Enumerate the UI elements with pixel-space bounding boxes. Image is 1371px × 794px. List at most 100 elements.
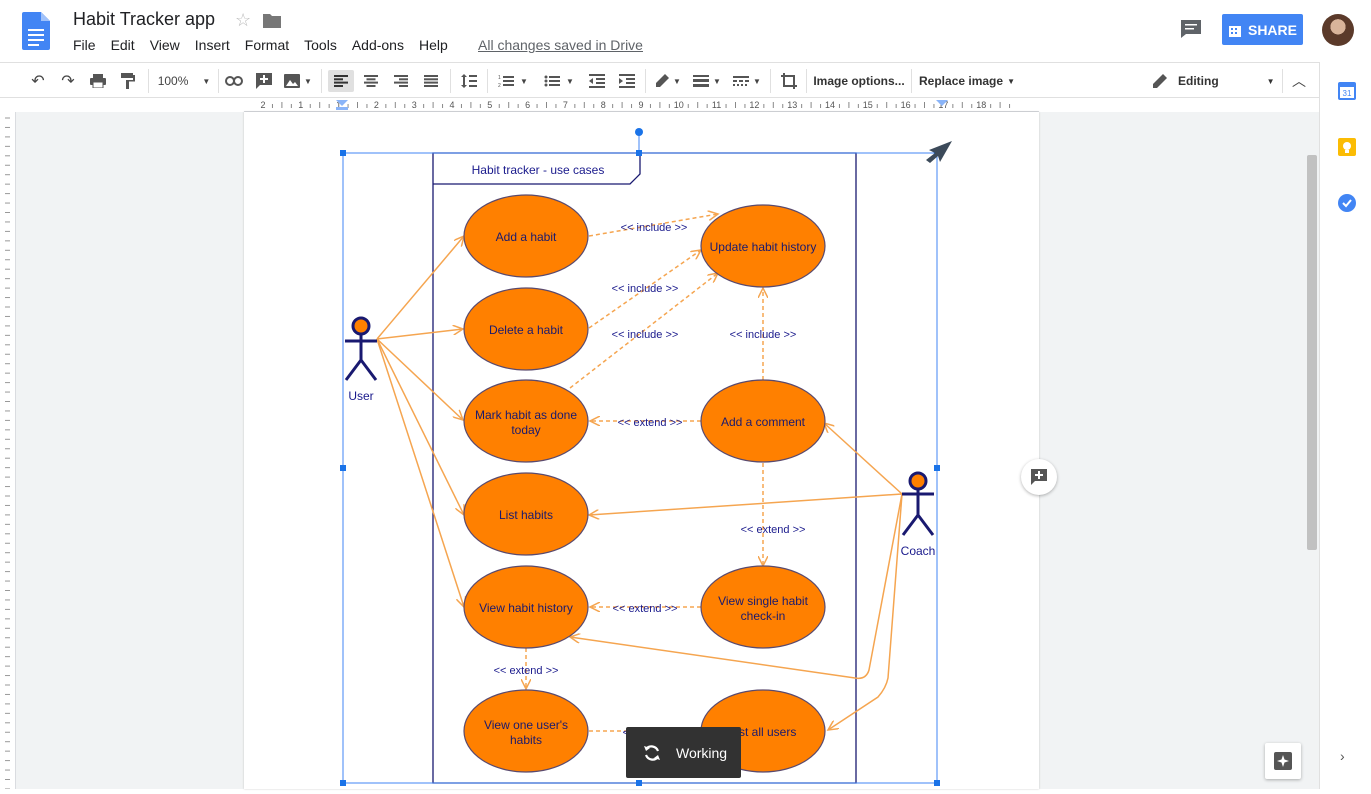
increase-indent-icon[interactable] [616, 70, 638, 92]
usecase-label: Mark habit as done [475, 408, 577, 422]
link-icon[interactable] [224, 70, 244, 92]
paint-format-icon[interactable] [118, 70, 138, 92]
undo-icon[interactable]: ↶ [31, 73, 45, 90]
actor-coach[interactable]: Coach [901, 471, 936, 558]
menu-addons[interactable]: Add-ons [351, 37, 404, 53]
vertical-ruler[interactable] [0, 112, 16, 790]
actor-user-label: User [348, 389, 373, 403]
bulleted-list-icon[interactable]: ▼ [540, 70, 578, 92]
resize-handle[interactable] [934, 465, 940, 471]
rotate-handle[interactable] [635, 128, 643, 136]
document-page[interactable] [244, 112, 1039, 789]
right-indent-marker-icon[interactable] [936, 100, 948, 106]
actor-coach-label: Coach [901, 544, 936, 558]
usecase-label: today [511, 423, 540, 437]
resize-handle[interactable] [636, 150, 642, 156]
menu-tools[interactable]: Tools [304, 37, 337, 53]
resize-handle[interactable] [340, 780, 346, 786]
usecase-add-comment[interactable] [700, 379, 826, 463]
docs-logo-icon[interactable] [22, 12, 50, 50]
align-center-icon[interactable] [360, 70, 382, 92]
chevron-down-icon: ▼ [1266, 76, 1275, 86]
indent-marker-icon[interactable] [336, 100, 348, 106]
actor-user[interactable]: User [344, 316, 378, 403]
add-comment-icon[interactable] [254, 70, 274, 92]
print-icon[interactable] [88, 70, 108, 92]
add-comment-icon [1031, 469, 1047, 485]
usecase-view-history[interactable] [463, 565, 589, 649]
mode-select[interactable]: Editing ▼ [1152, 70, 1276, 92]
menu-file[interactable]: File [73, 37, 96, 53]
folder-icon[interactable] [263, 12, 281, 28]
share-button[interactable]: SHARE [1222, 14, 1303, 45]
resize-handle[interactable] [636, 780, 642, 786]
zoom-select[interactable]: 100% ▼ [156, 70, 212, 92]
document-title[interactable]: Habit Tracker app [73, 9, 216, 29]
svg-text:2: 2 [498, 83, 501, 88]
decrease-indent-icon[interactable] [586, 70, 608, 92]
ruler-number: 3 [412, 100, 417, 110]
menu-format[interactable]: Format [244, 37, 290, 53]
ruler-number: 5 [487, 100, 492, 110]
calendar-icon[interactable]: 31 [1338, 82, 1356, 100]
resize-handle[interactable] [340, 465, 346, 471]
scrollbar[interactable] [1307, 155, 1317, 550]
redo-icon[interactable]: ↷ [61, 73, 75, 90]
menu-view[interactable]: View [149, 37, 180, 53]
usecase-list-habits[interactable] [463, 472, 589, 556]
extend-label: << extend >> [741, 524, 806, 536]
menu-help[interactable]: Help [418, 37, 448, 53]
chevron-down-icon: ▼ [753, 76, 761, 86]
ruler-number: 15 [863, 100, 873, 110]
zoom-value: 100% [157, 74, 189, 88]
replace-image-button[interactable]: Replace image ▼ [918, 70, 1016, 92]
menu-insert[interactable]: Insert [194, 37, 230, 53]
line-spacing-icon[interactable] [458, 70, 480, 92]
usecase-view-single[interactable] [700, 565, 826, 649]
border-weight-icon[interactable]: ▼ [690, 70, 724, 92]
crop-icon[interactable] [778, 70, 800, 92]
align-left-icon[interactable] [328, 70, 354, 92]
comment-history-icon[interactable] [1180, 19, 1202, 39]
align-right-icon[interactable] [390, 70, 412, 92]
image-selection-box[interactable] [340, 128, 940, 786]
keep-icon[interactable] [1338, 138, 1356, 156]
usecase-update-history[interactable] [700, 204, 826, 288]
include-label: << include >> [621, 222, 688, 234]
star-icon[interactable]: ☆ [235, 10, 252, 30]
image-options-button[interactable]: Image options... [813, 74, 905, 88]
ruler-number: 18 [976, 100, 986, 110]
ruler-number: 13 [787, 100, 797, 110]
save-status[interactable]: All changes saved in Drive [478, 37, 643, 53]
expand-panel-icon[interactable]: › [1340, 748, 1345, 764]
avatar[interactable] [1322, 14, 1354, 46]
resize-handle[interactable] [934, 780, 940, 786]
resize-handle[interactable] [340, 150, 346, 156]
ruler-number: 1 [298, 100, 303, 110]
usecase-view-user[interactable] [463, 689, 589, 773]
usecase-add-habit[interactable] [463, 194, 589, 278]
explore-button[interactable] [1265, 743, 1301, 779]
menu-bar: File Edit View Insert Format Tools Add-o… [73, 37, 463, 53]
justify-icon[interactable] [420, 70, 442, 92]
include-label: << include >> [730, 329, 797, 341]
add-comment-button[interactable] [1021, 459, 1057, 495]
usecase-delete-habit[interactable] [463, 287, 589, 371]
usecase-mark-done[interactable] [463, 379, 589, 463]
collapse-toolbar-icon[interactable]: ︿ [1292, 73, 1306, 89]
include-label: << include >> [612, 283, 679, 295]
share-building-icon [1228, 25, 1241, 37]
ruler-number: 16 [901, 100, 911, 110]
menu-edit[interactable]: Edit [110, 37, 135, 53]
border-dash-icon[interactable]: ▼ [730, 70, 764, 92]
border-color-icon[interactable]: ▼ [652, 70, 684, 92]
usecase-label: Add a habit [496, 230, 557, 244]
tasks-icon[interactable] [1338, 194, 1356, 212]
usecase-label: View one user's [484, 718, 568, 732]
usecase-label: List habits [499, 508, 553, 522]
insert-image-icon[interactable]: ▼ [282, 70, 314, 92]
ruler-number: 10 [674, 100, 684, 110]
